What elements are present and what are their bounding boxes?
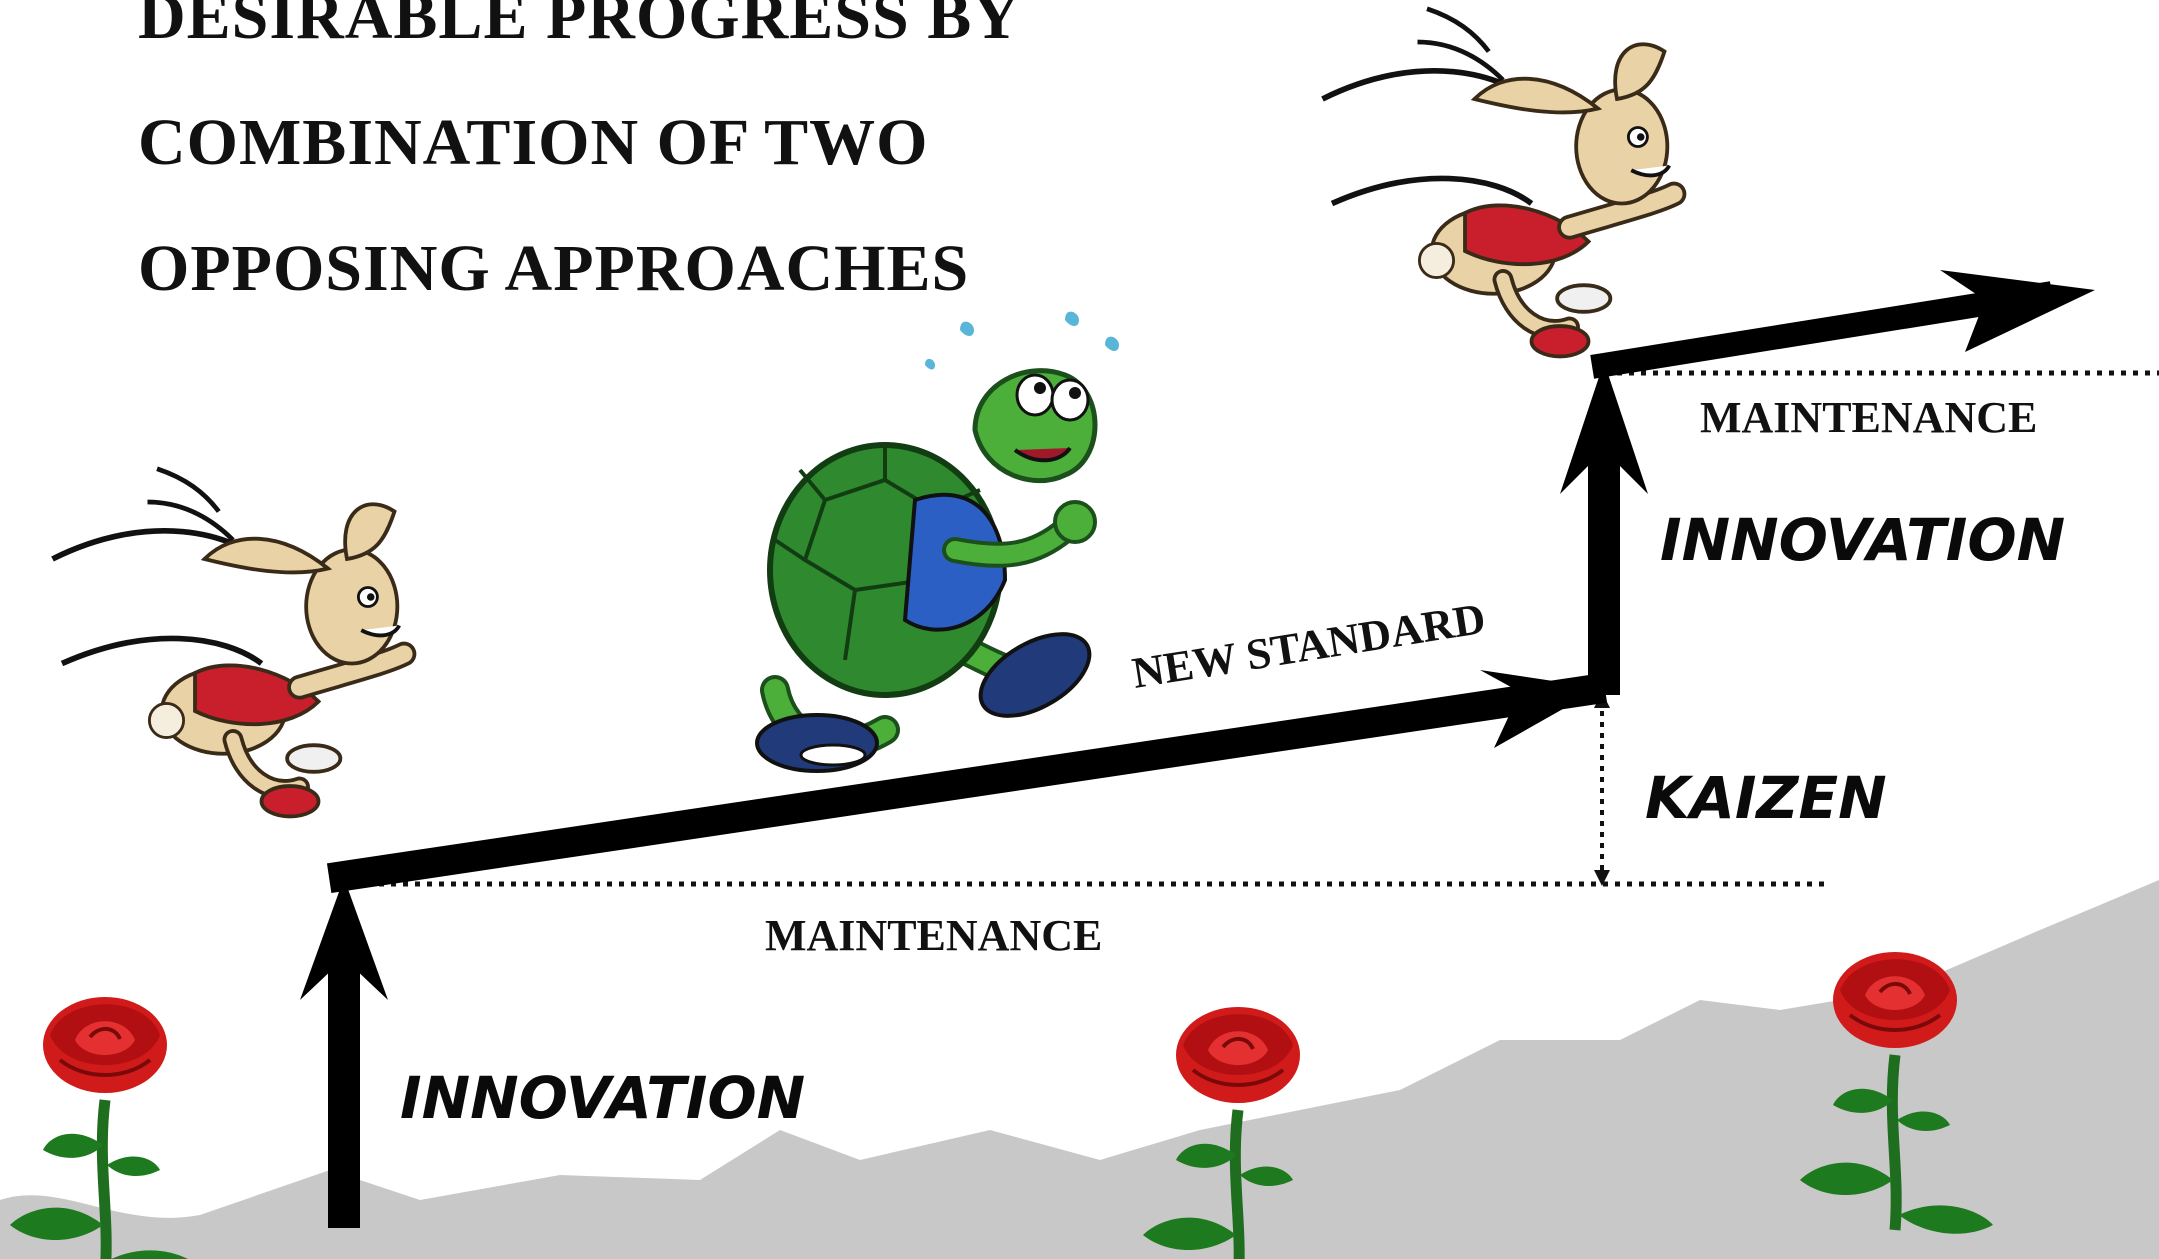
innovation-arrow-upper-head xyxy=(1560,362,1648,494)
new-standard-arrowhead xyxy=(1480,670,1600,748)
innovation-arrow-lower-head xyxy=(300,878,388,1000)
innovation-arrow-upper-shaft xyxy=(1588,420,1620,695)
diagram-title-line-3: OPPOSING APPROACHES xyxy=(138,232,969,305)
hare-running-icon xyxy=(52,469,404,817)
maintenance-label-upper: MAINTENANCE xyxy=(1700,393,2037,442)
innovation-label-lower: INNOVATION xyxy=(400,1064,805,1132)
progress-arrow-upper-head xyxy=(1940,270,2095,352)
diagram-title-line-2: COMBINATION OF TWO xyxy=(138,106,929,179)
kaizen-slope-line xyxy=(326,672,1608,894)
innovation-label-upper: INNOVATION xyxy=(1660,506,2065,574)
kaizen-gap-arrowhead-bottom xyxy=(1594,870,1610,886)
hare-running-icon xyxy=(1323,9,1675,357)
new-standard-label: NEW STANDARD xyxy=(1129,594,1489,698)
kaizen-label: KAIZEN xyxy=(1645,764,1887,832)
ground-hills xyxy=(0,880,2159,1259)
diagram-title-line-1: DESIRABLE PROGRESS BY xyxy=(138,0,1021,53)
tortoise-walking-icon xyxy=(755,311,1119,773)
progress-arrow-upper xyxy=(1590,281,2054,379)
maintenance-label-lower: MAINTENANCE xyxy=(765,911,1102,960)
innovation-arrow-lower-shaft xyxy=(328,940,360,1228)
